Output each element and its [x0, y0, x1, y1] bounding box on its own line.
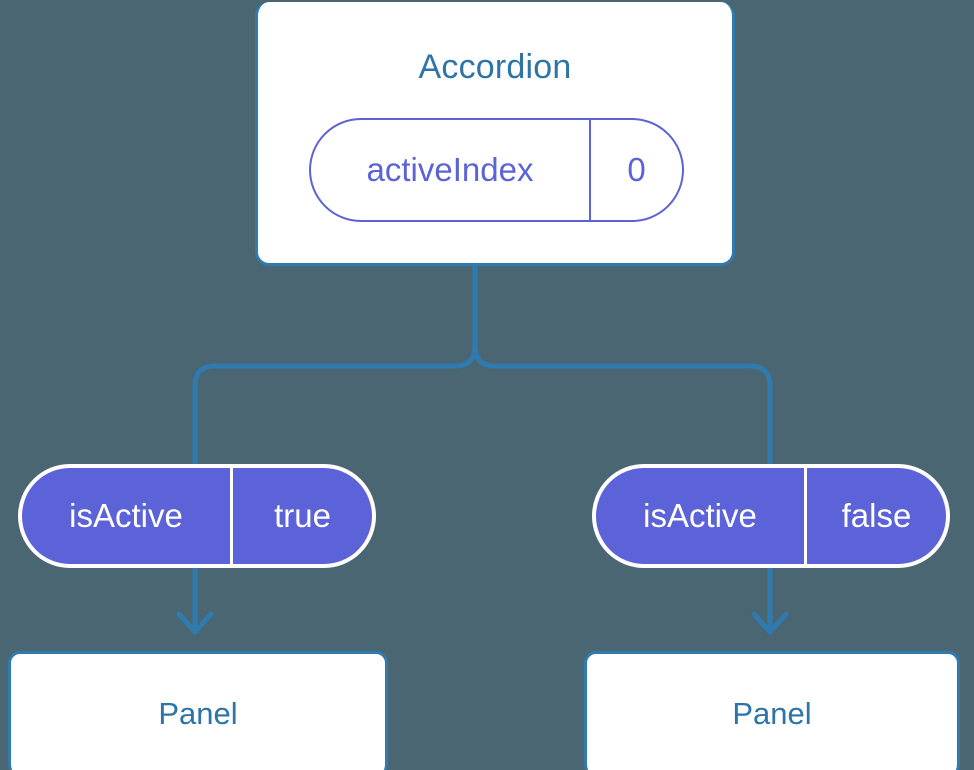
accordion-state-value: 0 — [627, 151, 646, 188]
connector-left-branch — [192, 345, 478, 480]
prop-value-right: false — [841, 497, 912, 534]
arrow-right-head-icon — [751, 611, 789, 635]
prop-pill-right[interactable]: isActive false — [592, 464, 950, 568]
accordion-node[interactable]: Accordion activeIndex 0 — [255, 2, 735, 266]
accordion-title: Accordion — [418, 48, 572, 86]
panel-label-right: Panel — [732, 696, 812, 731]
prop-key-right: isActive — [596, 468, 807, 564]
accordion-state-key: activeIndex — [311, 120, 591, 220]
prop-value-left: true — [274, 497, 331, 534]
panel-node-left[interactable]: Panel — [8, 651, 388, 770]
connector-right-branch — [472, 266, 773, 480]
panel-label-left: Panel — [158, 696, 238, 731]
panel-node-right[interactable]: Panel — [584, 651, 960, 770]
accordion-state-pill[interactable]: activeIndex 0 — [309, 118, 684, 222]
prop-pill-left[interactable]: isActive true — [18, 464, 376, 568]
prop-key-left: isActive — [22, 468, 233, 564]
arrow-left-head-icon — [176, 611, 214, 635]
